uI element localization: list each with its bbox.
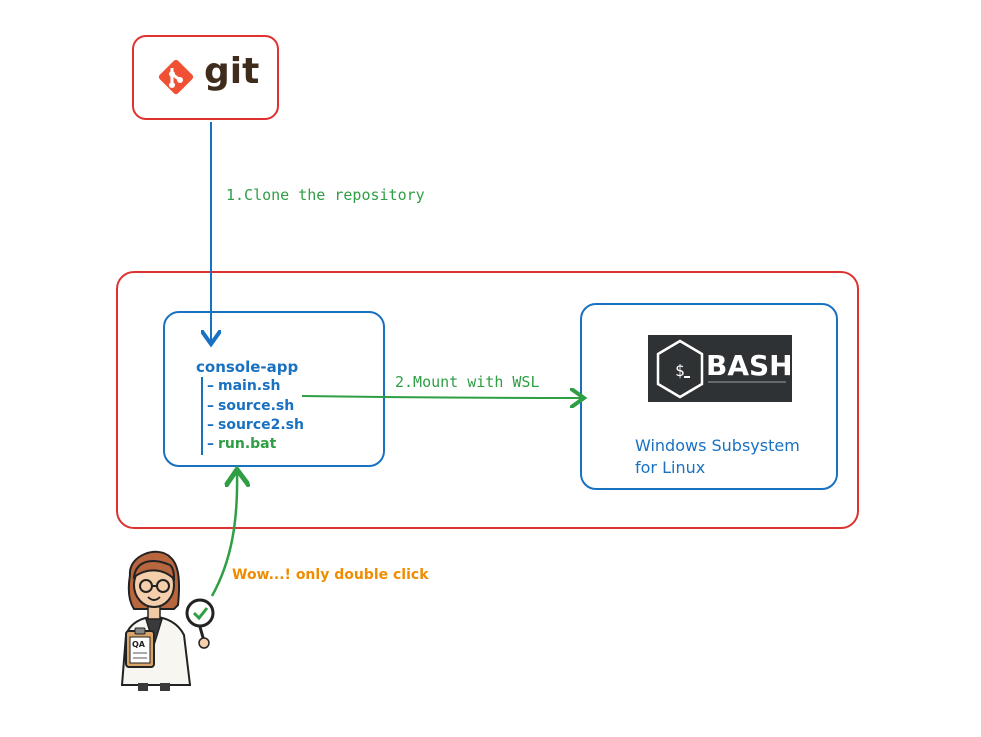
clone-edge-label: 1.Clone the repository [226, 186, 425, 204]
git-label: git [204, 51, 260, 92]
mount-edge-label: 2.Mount with WSL [395, 373, 540, 391]
qa-badge: QA [132, 640, 146, 649]
wsl-label: Windows Subsystem for Linux [635, 436, 800, 477]
file-name-run-bat: run.bat [218, 436, 277, 452]
git-node: git [132, 35, 279, 120]
checkmark-magnifier-icon [192, 607, 209, 621]
file-name: source2.sh [218, 417, 304, 433]
tree-branch-line [201, 377, 203, 455]
file-item: –source.sh [207, 398, 295, 414]
bash-logo-text: BASH [706, 349, 793, 382]
file-name: source.sh [218, 398, 295, 414]
git-logo-icon [158, 59, 194, 95]
wsl-node: $ BASH Windows Subsystem for Linux [580, 303, 838, 490]
file-item-highlighted: –run.bat [207, 436, 277, 452]
svg-text:$: $ [675, 361, 685, 380]
qa-person-icon: QA [120, 550, 215, 691]
repository-node: console-app –main.sh –source.sh –source2… [163, 311, 385, 467]
repo-root-folder: console-app [196, 358, 299, 376]
file-item: –source2.sh [207, 417, 304, 433]
bash-logo-icon: $ BASH [648, 335, 793, 402]
bash-hexagon-icon: $ [656, 339, 704, 399]
qa-comment: Wow...! only double click [232, 567, 429, 583]
bash-tagline [708, 381, 786, 383]
host-machine-container [116, 271, 859, 529]
file-name: main.sh [218, 378, 281, 394]
file-item: –main.sh [207, 378, 281, 394]
